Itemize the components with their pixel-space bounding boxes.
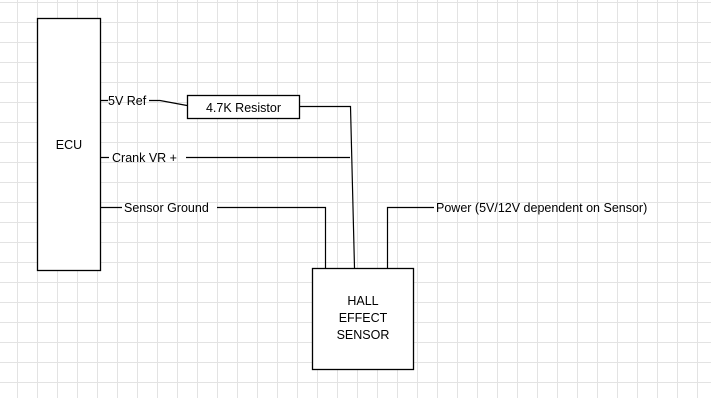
resistor-label: 4.7K Resistor xyxy=(206,101,281,115)
sensor-label-line-3: SENSOR xyxy=(337,328,390,342)
resistor-block[interactable] xyxy=(186,94,301,120)
sensor-ground-wire xyxy=(101,206,327,268)
sensor-label-line-1: HALL xyxy=(347,294,378,308)
power-label: Power (5V/12V dependent on Sensor) xyxy=(436,201,647,215)
crank-vr-label: Crank VR + xyxy=(112,151,177,165)
sensor-ground-label: Sensor Ground xyxy=(124,201,209,215)
ecu-label: ECU xyxy=(56,138,82,152)
hall-effect-sensor-block[interactable] xyxy=(311,267,415,371)
signal-wire xyxy=(300,105,356,269)
ref-5v-label: 5V Ref xyxy=(108,94,147,108)
ecu-block[interactable] xyxy=(36,17,102,272)
ref-5v-wire xyxy=(101,99,188,107)
power-wire xyxy=(386,206,434,268)
sensor-label-line-2: EFFECT xyxy=(339,311,388,325)
